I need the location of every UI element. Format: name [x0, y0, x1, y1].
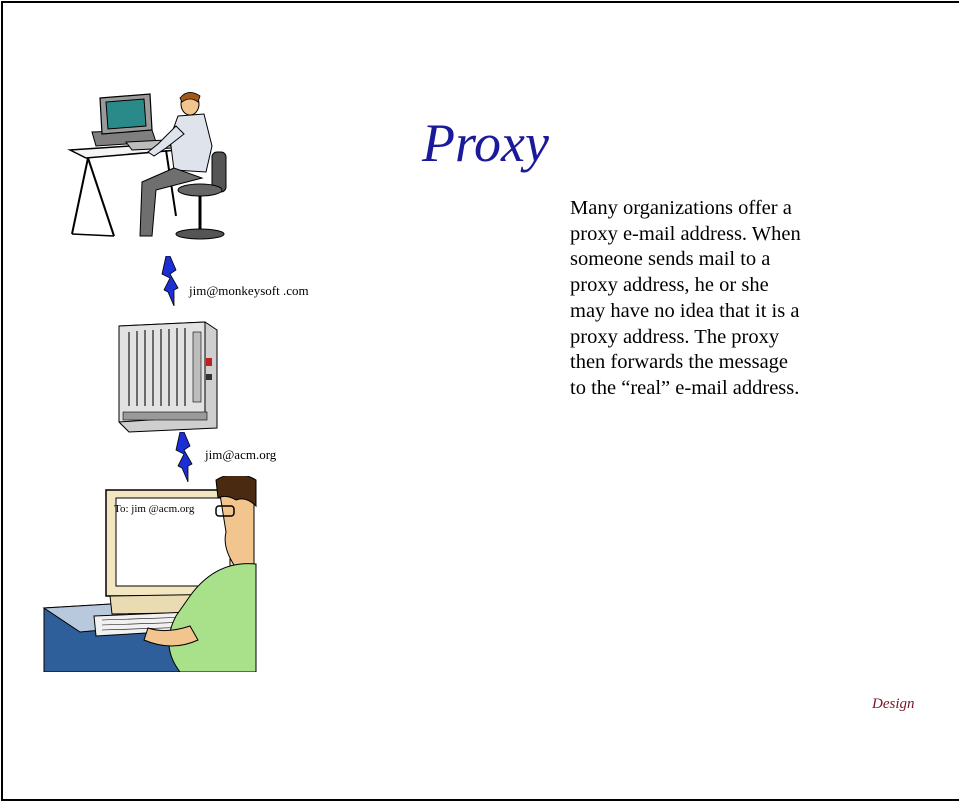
server-rack-illustration [118, 321, 218, 433]
person-at-computer-illustration [67, 92, 227, 240]
slide-footer: Design [872, 696, 915, 712]
body-line: proxy e-mail address. When [570, 222, 801, 245]
body-line: may have no idea that it is a [570, 299, 800, 322]
lightning-bolt-icon [175, 432, 193, 482]
slide-title: Proxy [422, 113, 549, 173]
real-address-label: jim@acm.org [205, 447, 277, 462]
person-reading-email-illustration [42, 476, 257, 672]
body-line: proxy address. The proxy [570, 325, 780, 348]
body-line: to the “real” e-mail address. [570, 376, 800, 399]
body-line: then forwards the message [570, 351, 789, 374]
body-line: someone sends mail to a [570, 248, 771, 271]
email-to-field-text: To: jim @acm.org [114, 503, 195, 515]
slide-body-text: Many organizations offer a proxy e-mail … [570, 196, 900, 402]
proxy-address-label: jim@monkeysoft .com [189, 283, 309, 298]
lightning-bolt-icon [161, 256, 179, 306]
body-line: Many organizations offer a [570, 197, 792, 219]
body-line: proxy address, he or she [570, 274, 769, 297]
